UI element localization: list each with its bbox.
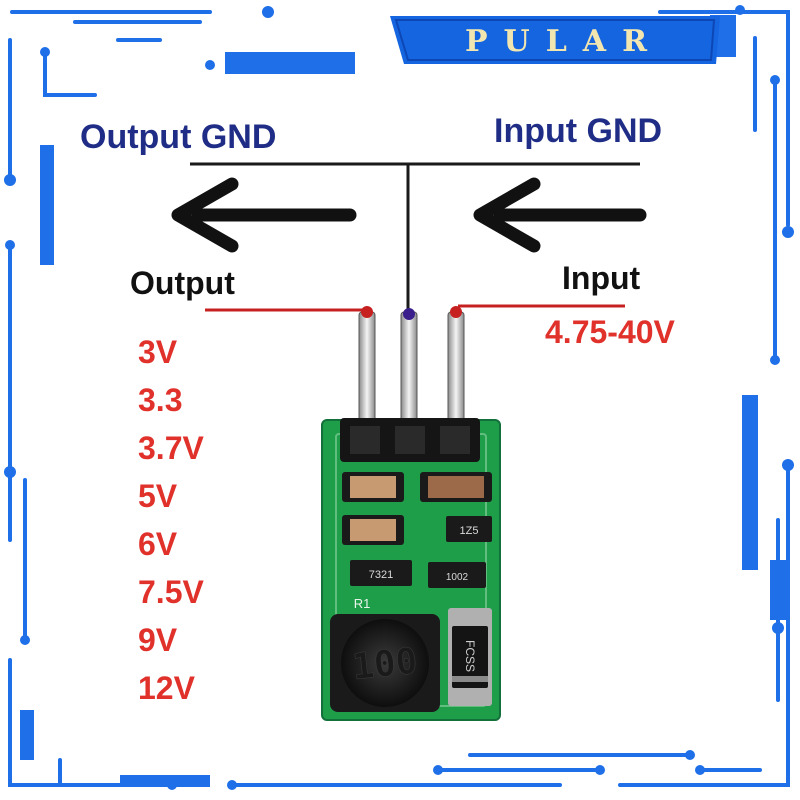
header-pins [358, 306, 465, 438]
resistor [350, 560, 412, 586]
resistor-marking: 7321 [369, 569, 393, 581]
capacitor [350, 476, 396, 498]
arrow-left-output-icon [171, 177, 357, 253]
arrow-left-input-icon [473, 177, 647, 253]
small-component [428, 562, 486, 588]
input-label: Input [562, 260, 641, 296]
diode-marking: FCSS [463, 640, 477, 672]
output-voltage-option: 7.5V [138, 574, 204, 610]
inductor-marking: 100 [350, 641, 419, 689]
output-voltage-option: 3.3 [138, 382, 183, 418]
small-marking: 1002 [446, 572, 469, 583]
capacitor [350, 519, 396, 541]
gnd-pin-dot [403, 308, 415, 320]
output-pin-dot [361, 306, 373, 318]
output-gnd-label: Output GND [80, 118, 277, 156]
output-voltage-option: 6V [138, 526, 178, 562]
ic-marking: 1Z5 [460, 525, 479, 537]
output-voltage-option: 5V [138, 478, 178, 514]
input-pin-dot [450, 306, 462, 318]
diode [452, 626, 488, 688]
output-voltage-option: 3.7V [138, 430, 204, 466]
input-gnd-label: Input GND [494, 112, 663, 150]
capacitor [428, 476, 484, 498]
brand-logo: PULAR [464, 23, 664, 59]
regulator-ic [446, 516, 492, 542]
output-label: Output [130, 265, 235, 301]
silkscreen-label: R1 [354, 596, 371, 611]
output-voltage-list: 3V 3.3 3.7V 5V 6V 7.5V 9V 12V [138, 328, 204, 712]
output-voltage-option: 3V [138, 334, 178, 370]
input-voltage-range: 4.75-40V [545, 314, 675, 350]
output-voltage-option: 12V [138, 670, 195, 706]
output-voltage-option: 9V [138, 622, 178, 658]
